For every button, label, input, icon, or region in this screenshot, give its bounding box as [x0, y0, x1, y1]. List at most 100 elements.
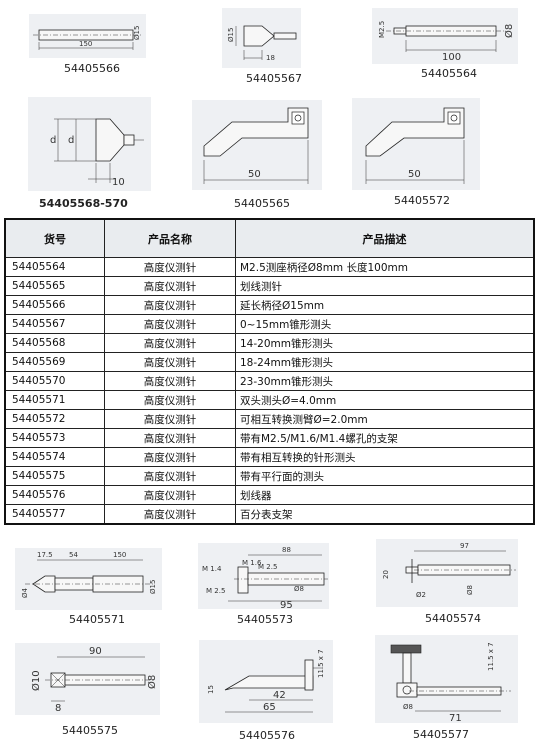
product-name: 高度仪测针: [104, 314, 236, 334]
dim-label: 18: [266, 54, 275, 62]
product-description: 23-30mm锥形测头: [235, 371, 535, 391]
product-name: 高度仪测针: [104, 447, 236, 467]
drawing-54405564: 100 M2.5 Ø8: [372, 8, 518, 64]
dim-label: Ø8: [294, 585, 304, 593]
product-description: M2.5测座柄径Ø8mm 长度100mm: [235, 257, 535, 277]
product-description: 双头测头Ø=4.0mm: [235, 390, 535, 410]
product-description: 延长柄径Ø15mm: [235, 295, 535, 315]
dim-label: 65: [263, 702, 276, 713]
dim-label: 95: [280, 600, 293, 609]
dim-label: 97: [460, 542, 469, 550]
dim-label: Ø15: [133, 26, 141, 40]
drawing-54405568-570: d d 10: [28, 97, 151, 191]
product-name: 高度仪测针: [104, 371, 236, 391]
dim-label: 150: [113, 551, 126, 559]
product-name: 高度仪测针: [104, 333, 236, 353]
dim-label: M 1.6: [242, 559, 262, 567]
product-description: 14-20mm锥形测头: [235, 333, 535, 353]
product-description: 划线器: [235, 485, 535, 505]
product-name: 高度仪测针: [104, 428, 236, 448]
figure-caption: 54405571: [69, 613, 125, 626]
table-header-row: 货号 产品名称 产品描述: [4, 218, 535, 258]
dim-label: 8: [55, 703, 61, 714]
dim-label: M 2.5: [206, 587, 225, 595]
dim-label: Ø10: [30, 670, 42, 691]
item-number: 54405570: [4, 371, 105, 391]
dim-label: 42: [273, 690, 286, 701]
dim-label: Ø8: [466, 585, 474, 595]
item-number: 54405577: [4, 504, 105, 525]
item-number: 54405571: [4, 390, 105, 410]
dim-label: M 1.4: [202, 565, 222, 573]
dim-label: Ø15: [227, 28, 235, 42]
figure-caption: 54405573: [237, 613, 293, 626]
figure-caption: 54405576: [239, 729, 295, 742]
dim-label: 11.5 x 7: [317, 649, 325, 678]
dim-label: 11.5 x 7: [487, 642, 495, 671]
item-number: 54405566: [4, 295, 105, 315]
dim-label: 50: [408, 169, 421, 180]
product-description: 可相互转换测臂Ø=2.0mm: [235, 409, 535, 429]
item-number: 54405564: [4, 257, 105, 277]
dim-label: d: [68, 135, 74, 146]
product-name: 高度仪测针: [104, 295, 236, 315]
drawing-54405573: 88 M 1.6 M 1.4 M 2.5 M 2.5 95 Ø8: [198, 543, 329, 609]
item-number: 54405565: [4, 276, 105, 296]
drawing-54405576: 15 42 65 11.5 x 7: [199, 640, 333, 723]
item-number: 54405569: [4, 352, 105, 372]
drawing-54405575: 90 Ø10 8 Ø8: [15, 643, 160, 715]
dim-label: 54: [69, 551, 78, 559]
product-name: 高度仪测针: [104, 352, 236, 372]
column-header: 货号: [4, 218, 105, 258]
figure-caption: 54405566: [64, 62, 120, 75]
dim-label: 50: [248, 169, 261, 180]
item-number: 54405574: [4, 447, 105, 467]
item-number: 54405568: [4, 333, 105, 353]
figure-caption: 54405572: [394, 194, 450, 207]
product-description: 带有M2.5/M1.6/M1.4螺孔的支架: [235, 428, 535, 448]
column-header: 产品名称: [104, 218, 236, 258]
dim-label: Ø8: [146, 675, 158, 689]
figure-caption: 54405577: [413, 728, 469, 741]
figure-caption: 54405574: [425, 612, 481, 625]
product-name: 高度仪测针: [104, 257, 236, 277]
figure-caption: 54405564: [421, 67, 477, 80]
figure-caption: 54405568-570: [39, 197, 128, 210]
dim-label: Ø8: [403, 703, 413, 711]
dim-label: d: [50, 135, 56, 146]
drawing-54405577: 11.5 x 7 Ø8 71: [375, 635, 518, 723]
dim-label: 88: [282, 546, 291, 554]
drawing-54405574: 97 20 Ø2 Ø8: [376, 539, 518, 607]
drawing-54405571: 17.5 54 150 Ø4 Ø15: [15, 548, 162, 610]
dim-label: Ø8: [503, 24, 515, 38]
product-description: 0~15mm锥形测头: [235, 314, 535, 334]
product-description: 带有平行面的测头: [235, 466, 535, 486]
item-number: 54405573: [4, 428, 105, 448]
dim-label: Ø15: [149, 580, 157, 594]
drawing-54405566: 150 Ø15: [29, 14, 146, 58]
dim-label: M 2.5: [258, 563, 277, 571]
dim-label: 10: [112, 177, 125, 188]
product-description: 划线测针: [235, 276, 535, 296]
item-number: 54405567: [4, 314, 105, 334]
drawing-54405567: Ø15 18: [222, 8, 301, 68]
product-name: 高度仪测针: [104, 504, 236, 525]
dim-label: 100: [442, 52, 461, 63]
product-name: 高度仪测针: [104, 409, 236, 429]
dim-label: Ø2: [416, 591, 426, 599]
dim-label: 150: [79, 40, 92, 48]
column-header: 产品描述: [235, 218, 535, 258]
dim-label: 17.5: [37, 551, 53, 559]
